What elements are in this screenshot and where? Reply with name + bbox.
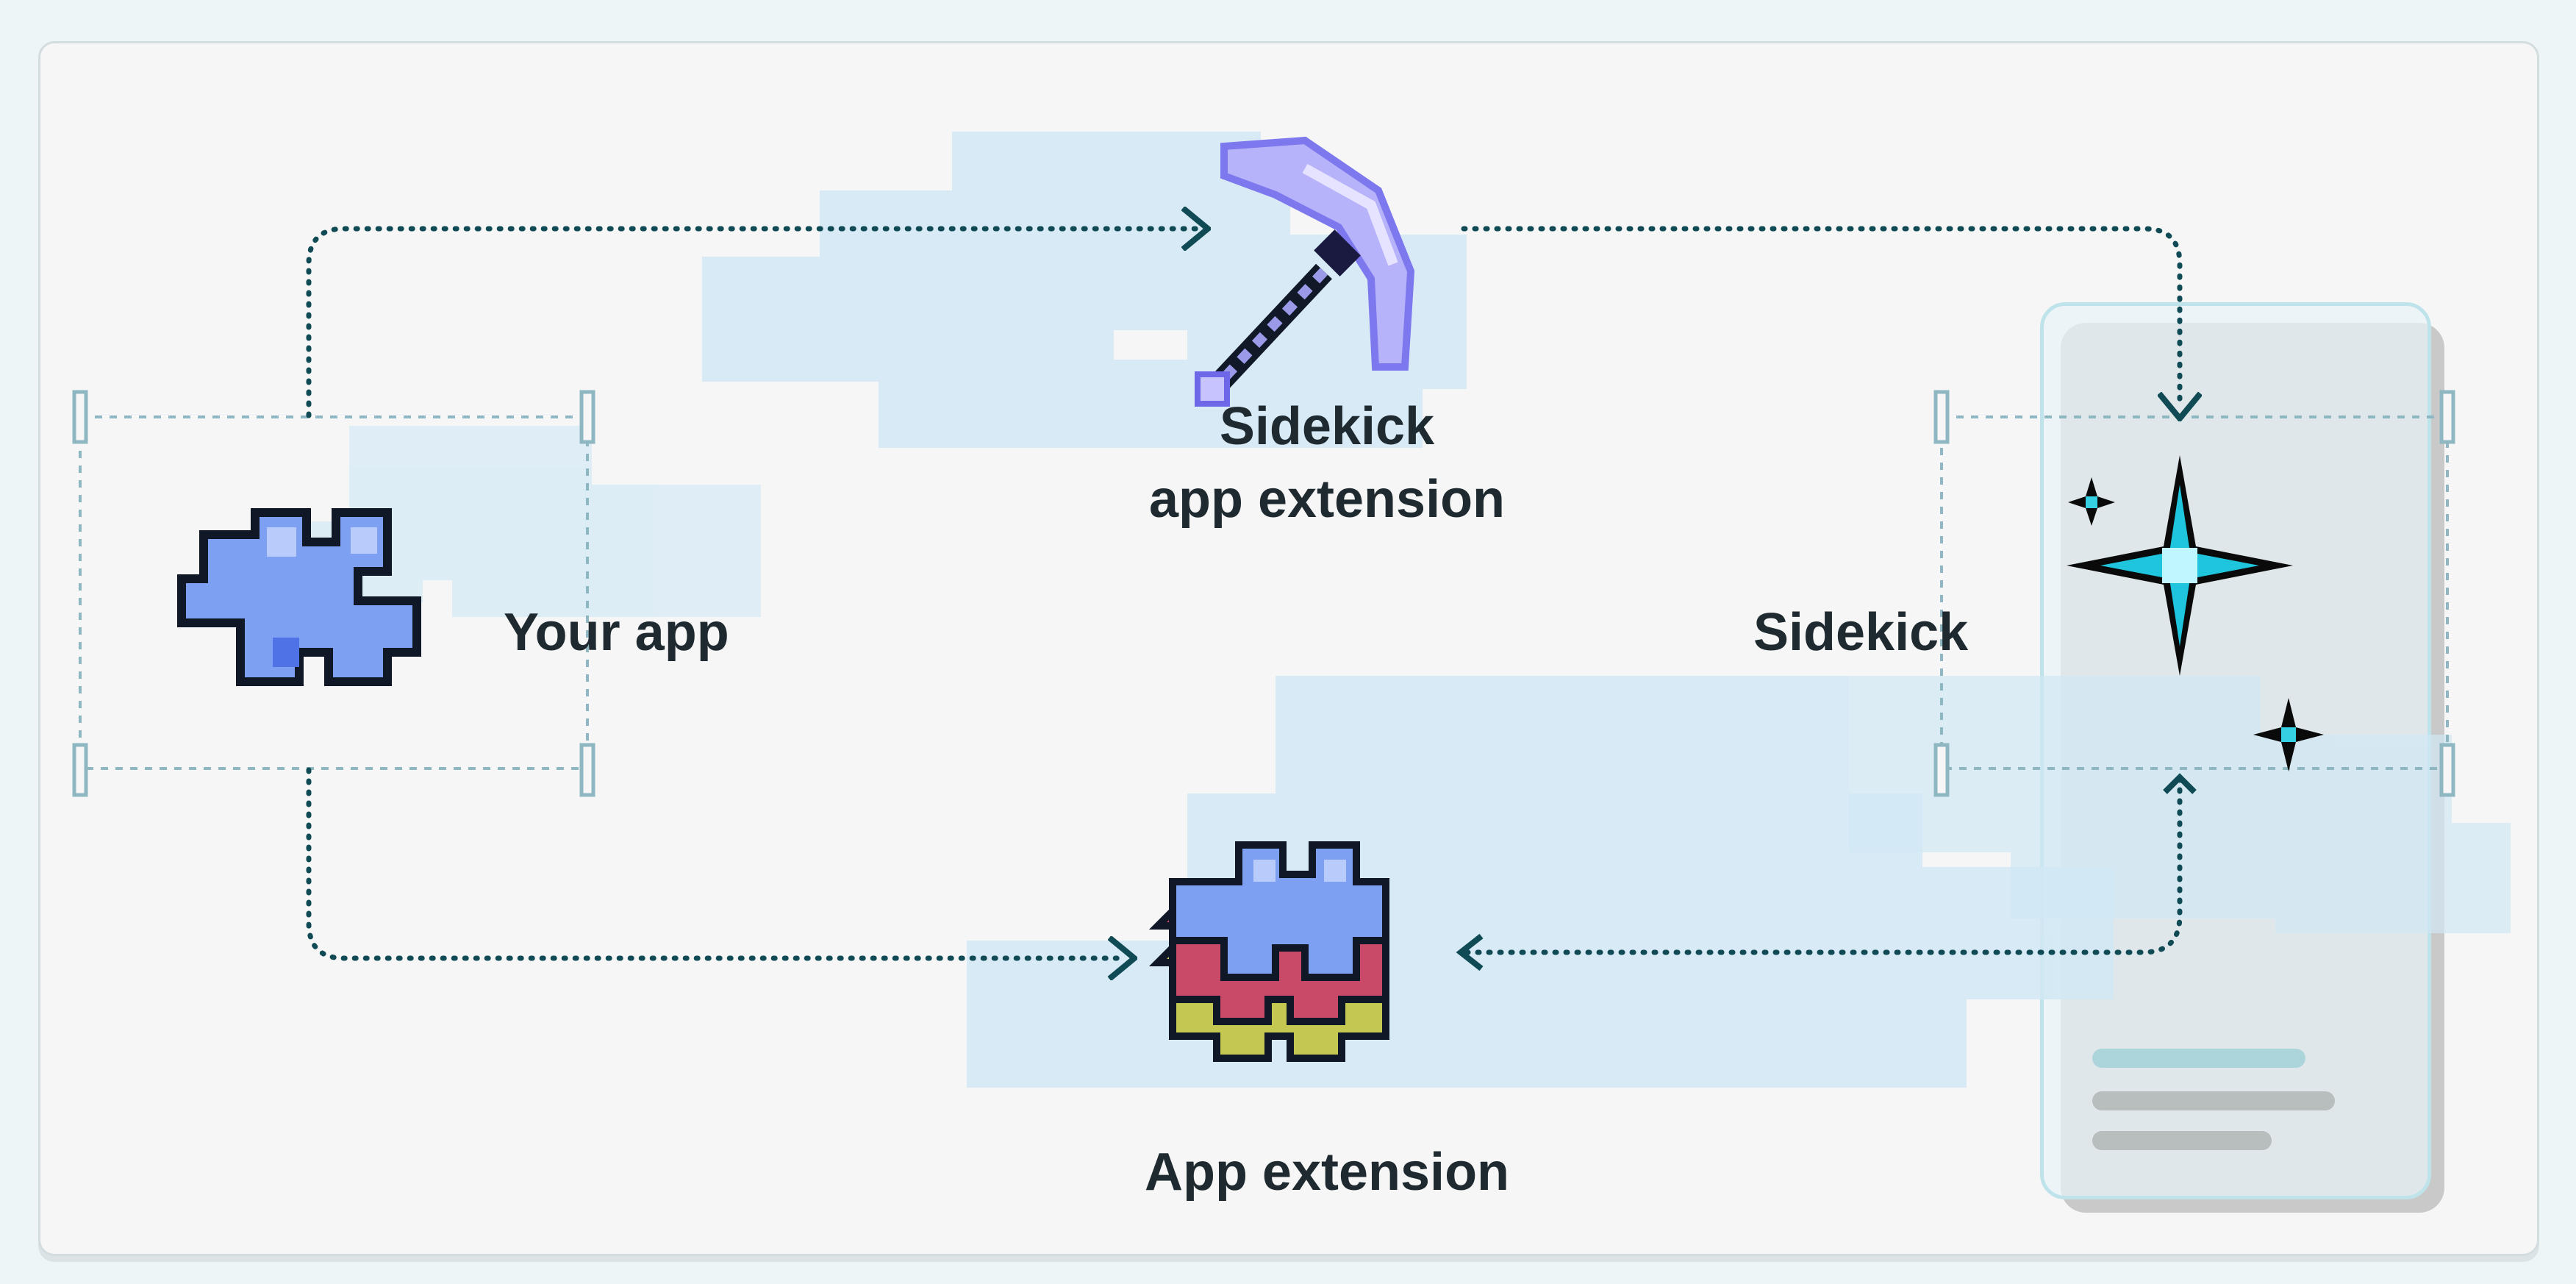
your-app-label: Your app bbox=[504, 603, 729, 662]
panel-line-2 bbox=[2092, 1091, 2335, 1110]
stacked-puzzle-pieces-icon bbox=[1148, 841, 1389, 1062]
diagram-canvas bbox=[72, 132, 2511, 1088]
cloud-bottom bbox=[967, 676, 2114, 1088]
sidekick-label: Sidekick bbox=[1753, 603, 1969, 662]
edge-sidekick-app-extension-to-sidekick bbox=[1461, 226, 2180, 407]
puzzle-piece-icon bbox=[177, 508, 421, 686]
app-extension-label: App extension bbox=[1144, 1143, 1510, 1202]
arrow-into-sidekick-bottom bbox=[2163, 773, 2197, 794]
sparkle-icon bbox=[2067, 455, 2324, 771]
edge-sidekick-to-app-extension bbox=[1456, 776, 2183, 955]
cloud-right bbox=[1849, 676, 2511, 933]
your-app-frame-handles bbox=[72, 390, 595, 797]
pickaxe-icon bbox=[1195, 136, 1415, 407]
arrow-into-app-extension bbox=[1456, 933, 1484, 971]
sidekick-app-extension-label-line2: app extension bbox=[1148, 470, 1506, 529]
diagram-card: Your app Sidekick app extension Sidekick… bbox=[38, 41, 2539, 1256]
sidekick-app-extension-label-line1: Sidekick bbox=[1219, 397, 1435, 456]
edge-your-app-to-app-extension bbox=[306, 767, 1123, 958]
panel-line-3 bbox=[2092, 1131, 2272, 1150]
edge-your-app-to-sidekick-app-extension bbox=[306, 229, 1196, 418]
sidekick-app-extension-label: Sidekick app extension bbox=[1070, 390, 1584, 537]
sidekick-frame-handles bbox=[1933, 390, 2455, 797]
your-app-selection-frame bbox=[79, 415, 589, 770]
panel-line-1 bbox=[2092, 1049, 2305, 1068]
